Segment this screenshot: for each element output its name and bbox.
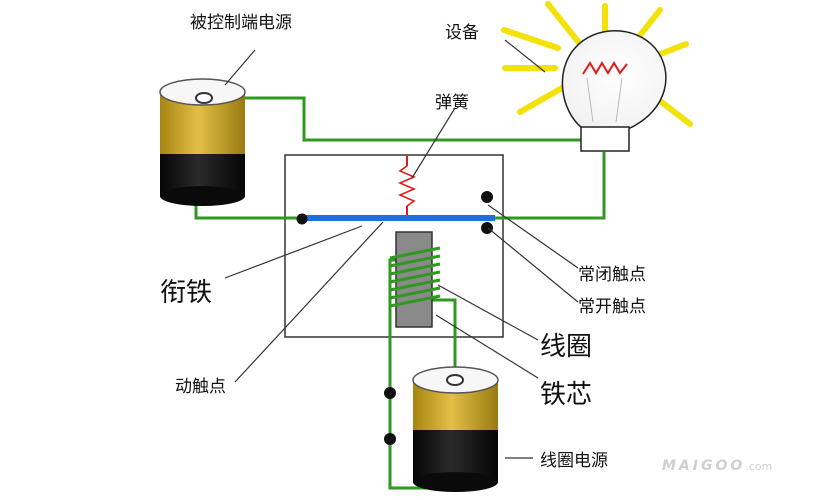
label-moving-contact: 动触点 xyxy=(175,377,226,397)
battery-terminal xyxy=(446,374,464,386)
coil-power-battery xyxy=(412,366,499,492)
label-coil-power: 线圈电源 xyxy=(540,451,608,471)
relay-housing xyxy=(284,154,504,338)
wire-coil-right xyxy=(430,298,457,378)
leader-lines xyxy=(224,39,579,459)
controlled-power-battery xyxy=(159,78,246,206)
label-coil: 线圈 xyxy=(540,332,593,362)
bulb-filament xyxy=(582,61,628,75)
coil-windings xyxy=(389,246,441,308)
armature xyxy=(302,215,495,221)
coil-circuit-node-top xyxy=(384,387,396,399)
label-normally-open: 常开触点 xyxy=(578,297,646,317)
normally-open-contact xyxy=(481,222,493,234)
coil-circuit-node-bottom xyxy=(384,433,396,445)
label-normally-closed: 常闭触点 xyxy=(578,265,646,285)
label-controlled-power: 被控制端电源 xyxy=(190,13,292,33)
label-armature: 衔铁 xyxy=(160,278,213,308)
watermark-domain: .com xyxy=(745,460,773,473)
watermark-brand: MAIGOO xyxy=(662,458,746,474)
light-bulb xyxy=(501,1,693,152)
label-device: 设备 xyxy=(445,23,479,43)
wire-nc-to-bulb xyxy=(488,152,606,220)
normally-closed-contact xyxy=(481,191,493,203)
armature-pivot-dot xyxy=(296,213,308,225)
battery-terminal xyxy=(195,92,213,104)
watermark: MAIGOO.com xyxy=(662,458,772,474)
bulb-base xyxy=(580,126,630,152)
wire-battery-to-bulb xyxy=(204,96,581,142)
label-iron-core: 铁芯 xyxy=(540,380,593,410)
label-spring: 弹簧 xyxy=(435,93,469,113)
